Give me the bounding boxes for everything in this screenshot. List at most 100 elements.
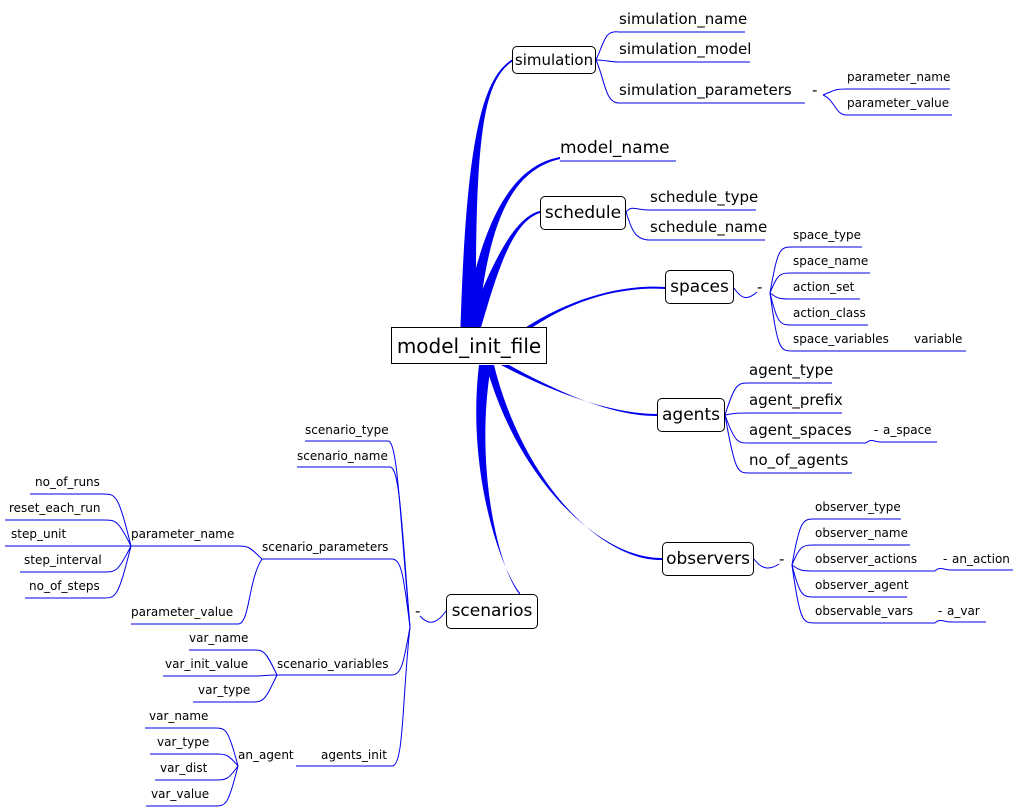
link-agent-child [724,414,852,474]
scenario-variables-item[interactable]: scenario_variables [277,657,389,671]
reset-each-run-item[interactable]: reset_each_run [9,501,101,515]
link-sp-pname [131,545,263,560]
link-a-var [934,619,986,624]
link-space-child [769,292,868,326]
link-space-child [769,292,912,352]
agent-type-item[interactable]: agent_type [749,361,834,379]
link-an-action [934,567,1013,572]
link-scen-vars [277,626,411,676]
link-agent-child [724,382,832,416]
root-node[interactable]: model_init_file [391,327,547,364]
space-name-item[interactable]: space_name [793,254,869,268]
scen-var-init-value-item[interactable]: var_init_value [165,657,249,671]
link-sv-var-name [189,649,278,676]
link-obs-child [791,518,901,566]
agent-var-type-item[interactable]: var_type [157,735,210,749]
link-pname-child [30,493,132,547]
link-agent-child [724,412,842,416]
agent-var-dist-item[interactable]: var_dist [160,761,208,775]
link-agent-var [150,753,239,767]
link-obs-child [791,564,935,572]
link-scen-dash [419,610,447,623]
link-obs-dash [753,558,780,569]
link-agent-var [146,765,239,807]
link-sched-type [625,207,756,213]
link-a-space [865,439,937,444]
scenario-parameters-item[interactable]: scenario_parameters [262,540,389,554]
sim-parameter-name-item[interactable]: parameter_name [847,70,951,84]
link-sv-type [193,674,278,703]
observer-type-item[interactable]: observer_type [815,500,901,514]
link-scen-type [305,440,411,628]
link-scen-params [262,558,411,628]
action-set-item[interactable]: action_set [793,280,855,294]
step-interval-item[interactable]: step_interval [24,553,102,567]
action-class-item[interactable]: action_class [793,306,866,320]
branch-schedule [460,211,540,345]
link-sim-name [595,31,745,61]
an-action-item[interactable]: an_action [952,552,1010,566]
space-variables-item[interactable]: space_variables [793,332,889,346]
scenarios-node[interactable]: scenarios [446,594,538,629]
link-obs-child [791,564,935,624]
scenario-name-item[interactable]: scenario_name [297,449,388,463]
link-space-child [769,292,860,300]
scen-parameter-value-item[interactable]: parameter_value [131,605,234,619]
link-sv-init [163,674,278,677]
link-obs-child [791,564,907,598]
sim-parameter-value-item[interactable]: parameter_value [847,96,950,110]
link-sim-pvalue [822,94,952,116]
agent-prefix-item[interactable]: agent_prefix [749,391,843,409]
link-agent-var [155,765,239,781]
a-var-item[interactable]: a_var [947,604,980,618]
schedule-type-item[interactable]: schedule_type [650,188,759,206]
observer-name-item[interactable]: observer_name [815,526,908,540]
spaces-node[interactable]: spaces [665,270,734,304]
no-of-steps-item[interactable]: no_of_steps [29,579,100,593]
link-sim-pname [822,88,950,96]
agent-var-value-item[interactable]: var_value [151,787,210,801]
link-pname-child [5,519,132,547]
observer-actions-dash: - [943,552,948,566]
space-type-item[interactable]: space_type [793,228,862,242]
schedule-name-item[interactable]: schedule_name [650,218,768,236]
variable-item[interactable]: variable [914,332,963,346]
no-of-runs-item[interactable]: no_of_runs [35,475,100,489]
scen-parameter-name-item[interactable]: parameter_name [131,527,235,541]
simulation-node[interactable]: simulation [512,46,596,74]
link-sim-model [595,59,750,63]
link-pname-child [20,545,132,573]
an-agent-item[interactable]: an_agent [238,748,294,762]
link-scen-name [297,466,411,628]
schedule-node[interactable]: schedule [540,196,626,230]
scen-var-type-item[interactable]: var_type [198,683,251,697]
step-unit-item[interactable]: step_unit [11,527,67,541]
link-agent-child [724,414,866,444]
simulation-parameters-dash: - [812,81,818,99]
link-agents-init [321,626,411,767]
agents-node[interactable]: agents [657,398,725,432]
model-name-node[interactable]: model_name [560,138,670,158]
observer-actions-item[interactable]: observer_actions [815,552,918,566]
agents-init-item[interactable]: agents_init [321,748,387,762]
agent-var-name-item[interactable]: var_name [149,709,209,723]
scenario-type-item[interactable]: scenario_type [305,423,389,437]
observable-vars-item[interactable]: observable_vars [815,604,913,618]
observer-agent-item[interactable]: observer_agent [815,578,909,592]
simulation-parameters-item[interactable]: simulation_parameters [619,81,792,99]
scen-var-name-item[interactable]: var_name [189,631,249,645]
link-agent-var [145,727,239,767]
a-space-item[interactable]: a_space [883,423,932,437]
observers-node[interactable]: observers [662,542,754,576]
branch-agents [501,365,657,417]
scenarios-dash: - [415,602,421,620]
no-of-agents-item[interactable]: no_of_agents [749,451,849,469]
observers-dash: - [779,550,785,568]
simulation-model-item[interactable]: simulation_model [619,40,752,58]
agent-spaces-item[interactable]: agent_spaces [749,421,852,439]
branch-simulation [460,59,513,345]
link-sim-params [595,59,805,104]
simulation-name-item[interactable]: simulation_name [619,10,748,28]
